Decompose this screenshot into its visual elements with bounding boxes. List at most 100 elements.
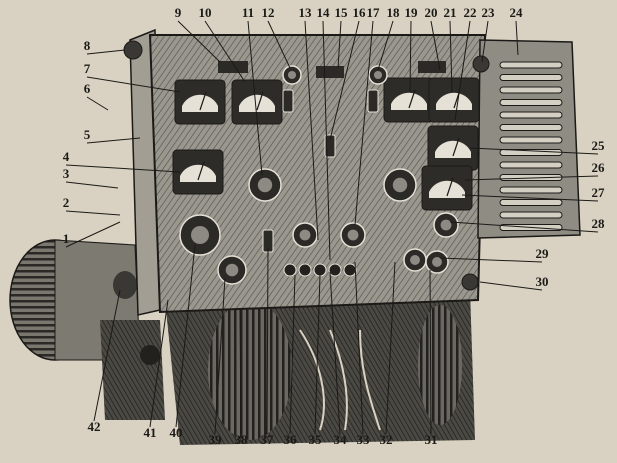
leader-line: [86, 96, 109, 111]
leader-line: [461, 194, 599, 202]
leader-line: [377, 20, 394, 71]
control-knob: [340, 222, 366, 248]
toggle-switch: [367, 89, 379, 113]
control-knob: [179, 214, 221, 256]
leader-line: [86, 49, 126, 55]
leader-line: [430, 20, 441, 71]
callout-label: 2: [63, 195, 70, 210]
callout-label: 13: [299, 5, 313, 20]
callout-label: 39: [209, 432, 223, 447]
callout-label: 41: [144, 425, 157, 440]
callout-label: 35: [309, 432, 323, 447]
callout-label: 9: [175, 5, 182, 20]
callout-label: 8: [84, 38, 91, 53]
leader-line: [86, 76, 181, 93]
generator-drum: [208, 300, 292, 440]
name-plate: [218, 61, 248, 73]
leader-line: [337, 20, 342, 69]
motor-knob: [113, 271, 137, 299]
control-knob: [123, 40, 143, 60]
callout-label: 17: [367, 5, 381, 20]
callout-label: 24: [510, 5, 524, 20]
leader-line: [177, 20, 221, 63]
leader-line: [289, 274, 296, 435]
callout-label: 5: [84, 127, 91, 142]
callout-label: 16: [353, 5, 367, 20]
callout-label: 28: [592, 216, 606, 231]
callout-label: 3: [63, 166, 70, 181]
leader-line: [247, 20, 263, 176]
callout-label: 42: [88, 419, 101, 434]
callout-label: 4: [63, 149, 70, 164]
control-knob: [433, 212, 459, 238]
meter-gauge: [231, 79, 283, 125]
callout-label: 37: [261, 432, 275, 447]
push-button: [283, 263, 297, 277]
control-knob: [217, 255, 247, 285]
leader-line: [175, 244, 196, 428]
callout-label: 21: [444, 5, 457, 20]
control-knob: [292, 222, 318, 248]
callout-label: 30: [536, 274, 549, 289]
callout-label: 34: [334, 432, 348, 447]
toggle-switch: [282, 89, 294, 113]
leader-line: [86, 137, 141, 144]
callout-label: 11: [242, 5, 254, 20]
callout-label: 25: [592, 138, 606, 153]
control-knob: [461, 273, 479, 291]
louver-slot: [499, 161, 563, 169]
control-knob: [425, 250, 449, 274]
callout-label: 14: [317, 5, 331, 20]
leader-line: [329, 20, 360, 141]
control-knob: [383, 168, 417, 202]
callout-label: 6: [84, 81, 91, 96]
callout-label: 1: [63, 231, 70, 246]
push-button: [313, 263, 327, 277]
leader-line: [429, 269, 432, 435]
louver-slot: [499, 86, 563, 94]
leader-line: [481, 20, 489, 63]
meter-gauge: [172, 149, 224, 195]
leader-line: [469, 147, 599, 155]
callout-label: 23: [482, 5, 496, 20]
leader-line: [464, 175, 599, 181]
leader-line: [65, 181, 119, 189]
name-plate: [418, 61, 446, 73]
louver-slot: [499, 211, 563, 219]
louver-slot: [499, 74, 563, 81]
callout-label: 36: [284, 432, 298, 447]
leader-line: [354, 261, 364, 435]
leader-line: [204, 20, 246, 83]
callout-label: 15: [335, 5, 349, 20]
callout-label: 31: [425, 432, 438, 447]
callout-label: 12: [262, 5, 275, 20]
control-knob: [472, 55, 490, 73]
leader-line: [214, 277, 226, 435]
name-plate: [316, 66, 344, 78]
callout-label: 38: [235, 432, 249, 447]
louver-slot: [499, 61, 563, 69]
control-knob: [282, 65, 302, 85]
louver-slot: [499, 136, 563, 144]
callout-label: 18: [387, 5, 401, 20]
callout-label: 33: [357, 432, 371, 447]
louver-slot: [499, 99, 563, 106]
meter-gauge: [428, 77, 480, 123]
leader-line: [515, 20, 519, 56]
leader-line: [329, 271, 341, 435]
leader-line: [449, 20, 453, 93]
callout-label: 20: [425, 5, 438, 20]
control-knob: [248, 168, 282, 202]
leader-line: [454, 20, 471, 121]
leader-line: [65, 210, 121, 216]
callout-label: 40: [170, 425, 183, 440]
machinery-base: [165, 290, 475, 445]
left-motor: [9, 239, 165, 420]
toggle-switch: [324, 134, 336, 158]
callout-label: 22: [464, 5, 477, 20]
louver-slot: [499, 199, 563, 206]
push-button: [328, 263, 342, 277]
leader-line: [409, 20, 412, 93]
